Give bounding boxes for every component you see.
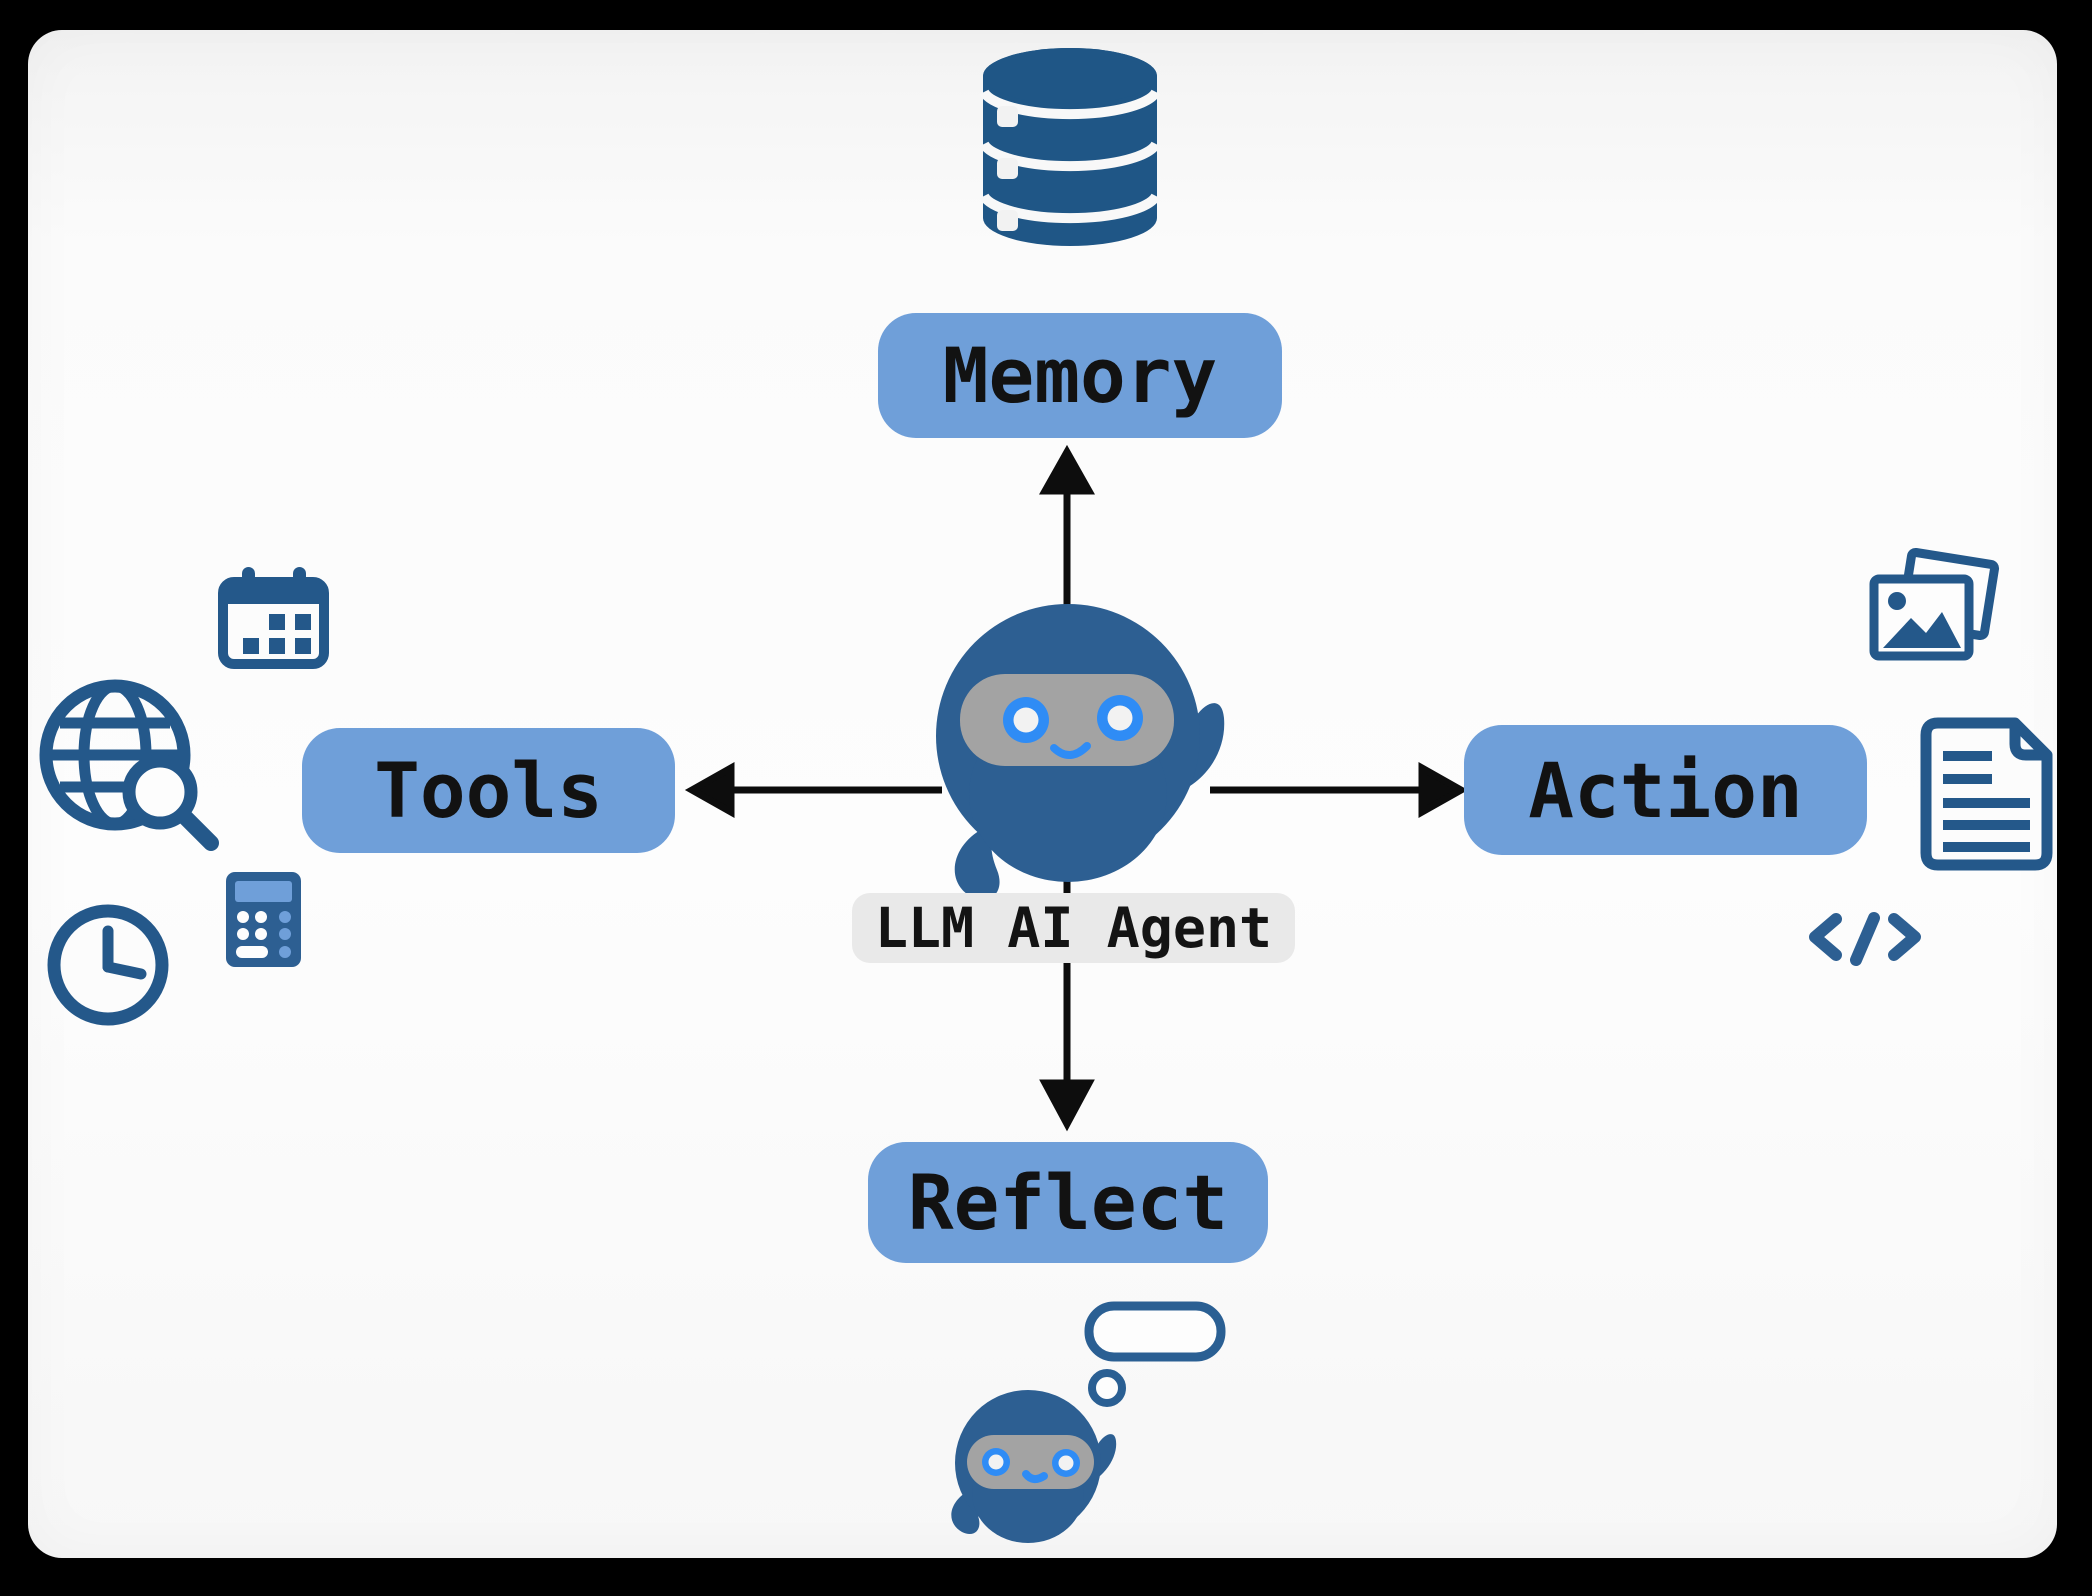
thinking-robot-mascot (951, 1390, 1117, 1543)
reflect-node: Reflect (868, 1142, 1268, 1263)
thinking-robot-right-eye (1052, 1449, 1080, 1477)
calculator-screen (235, 881, 292, 902)
tools-node: Tools (302, 728, 675, 853)
arrow-left-head (684, 762, 735, 818)
memory-label: Memory (942, 331, 1218, 420)
photo-mountains (1883, 612, 1961, 648)
thought-bubble-icon (1084, 1301, 1226, 1407)
magnifier-handle (175, 807, 219, 851)
document-fold (2009, 723, 2047, 761)
globe-search-icon (39, 679, 219, 851)
code-icon (1809, 912, 1921, 966)
photo-sun (1888, 592, 1906, 610)
thinking-robot-mouth (1022, 1470, 1048, 1483)
arrow-up-head (1039, 444, 1095, 495)
tools-label: Tools (374, 746, 603, 835)
calendar-icon (218, 567, 329, 669)
photos-icon (1869, 547, 2000, 661)
robot-smile (1050, 742, 1091, 759)
robot-right-eye (1097, 695, 1143, 741)
thinking-robot-left-eye (982, 1448, 1010, 1476)
agent-caption: LLM AI Agent (852, 893, 1295, 963)
arrow-down-head (1039, 1079, 1095, 1132)
action-label: Action (1528, 745, 1803, 835)
clock-icon (47, 904, 169, 1026)
robot-left-eye (1003, 697, 1049, 743)
agent-caption-text: LLM AI Agent (874, 896, 1273, 960)
calculator-icon (226, 872, 301, 967)
robot-mascot (936, 604, 1225, 900)
magnifier-lens (122, 754, 198, 830)
action-node: Action (1464, 725, 1867, 855)
memory-node: Memory (878, 313, 1282, 438)
reflect-label: Reflect (907, 1158, 1229, 1247)
database-icon (979, 48, 1161, 246)
arrow-right-head (1418, 762, 1469, 818)
document-icon (1920, 717, 2053, 871)
